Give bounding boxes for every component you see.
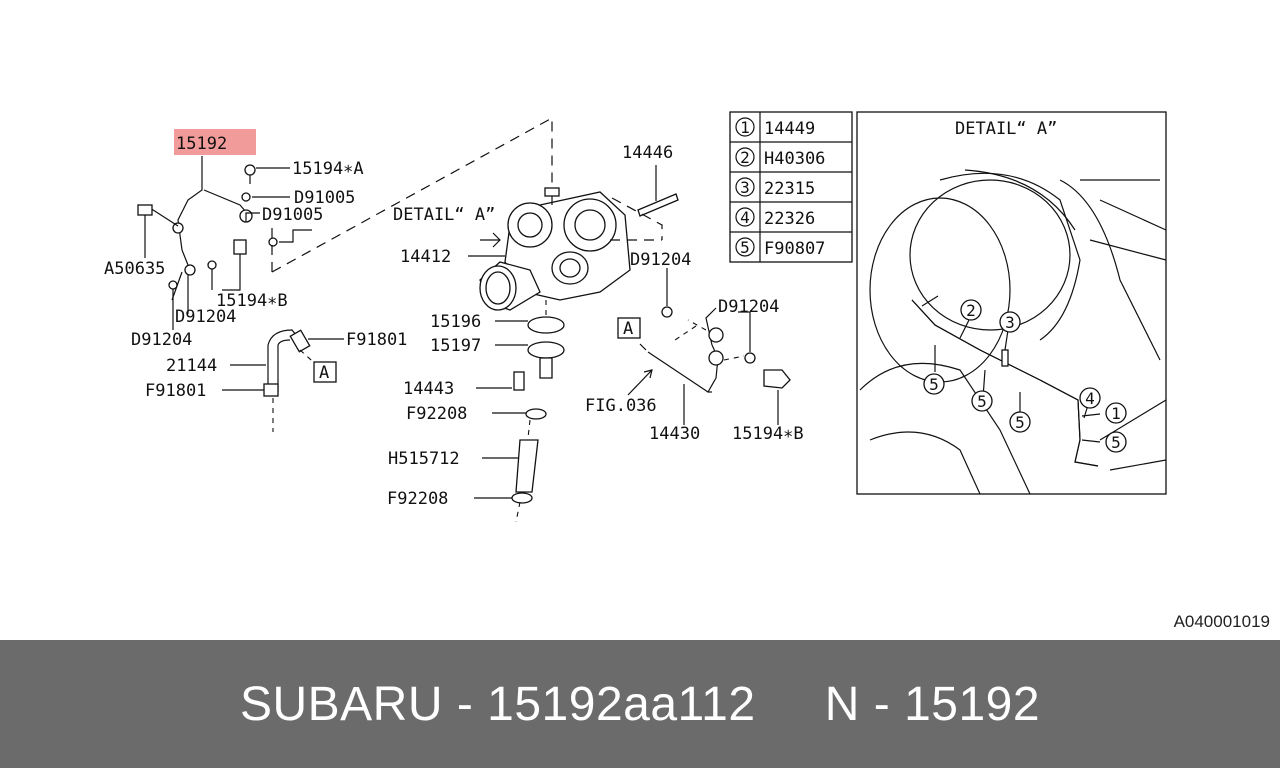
turbocharger-14412: [479, 187, 631, 311]
label-f91801-bottom: F91801: [145, 381, 206, 401]
label-f92208-2: F92208: [387, 489, 448, 509]
legend-part-4: 22326: [764, 209, 815, 229]
label-15197: 15197: [430, 336, 481, 356]
label-d91005-2: D91005: [262, 205, 323, 225]
detail-callout-5d: 5: [1111, 433, 1121, 452]
label-14412: 14412: [400, 247, 451, 267]
label-14446: 14446: [622, 143, 673, 163]
label-14430: 14430: [649, 424, 700, 444]
footer-n-prefix: N: [824, 677, 860, 731]
label-15194a: 15194∗A: [292, 159, 364, 179]
parts-diagram: 15192 15194∗A D91005 D91005 A50635 15194…: [104, 111, 1167, 523]
legend-num-1: 1: [740, 118, 750, 137]
label-h515712: H515712: [388, 449, 460, 469]
label-d91204-c: D91204: [630, 250, 691, 270]
legend-num-3: 3: [740, 178, 750, 197]
label-fig036: FIG.036: [585, 396, 657, 416]
label-14443: 14443: [403, 379, 454, 399]
return-pipe-14430: [639, 306, 791, 393]
footer-bar: SUBARU - 15192aa112 N - 15192: [0, 640, 1280, 768]
label-f91801-top: F91801: [346, 330, 407, 350]
detail-callout-1: 1: [1111, 404, 1121, 423]
footer-part-number: 15192aa112: [487, 677, 756, 731]
stud-14446: [637, 165, 679, 217]
legend-num-2: 2: [740, 148, 750, 167]
label-d91005-1: D91005: [294, 188, 355, 208]
label-21144: 21144: [166, 356, 217, 376]
legend-num-4: 4: [740, 208, 750, 227]
highlight-box: [174, 129, 256, 155]
detail-callout-5b: 5: [977, 392, 987, 411]
footer-n-value: 15192: [904, 677, 1041, 731]
footer-gap: [756, 677, 825, 732]
label-a50635: A50635: [104, 259, 165, 279]
label-d91204-a: D91204: [175, 307, 236, 327]
ref-box-a-right: [617, 317, 641, 339]
drain-assembly: [511, 300, 565, 523]
ref-box-a-right-text: A: [623, 319, 633, 339]
footer-separator-1: -: [443, 677, 488, 731]
label-d91204-d: D91204: [718, 297, 779, 317]
diagram-canvas: 15192 15194∗A D91005 D91005 A50635 15194…: [104, 111, 1167, 523]
detail-title: DETAIL“ A”: [955, 119, 1057, 139]
detail-callout-5c: 5: [1015, 413, 1025, 432]
ref-box-a-left-text: A: [319, 363, 329, 383]
detail-a-panel: [856, 111, 1167, 495]
legend-part-3: 22315: [764, 179, 815, 199]
detail-callout-3: 3: [1005, 313, 1015, 332]
detail-callout-2: 2: [966, 301, 976, 320]
label-15192: 15192: [176, 134, 227, 154]
legend-part-2: H40306: [764, 149, 825, 169]
label-15196: 15196: [430, 312, 481, 332]
label-15194b-right: 15194∗B: [732, 424, 804, 444]
footer-brand: SUBARU: [239, 677, 443, 731]
legend-num-5: 5: [740, 238, 750, 257]
legend-table: [729, 111, 853, 263]
label-detail-a-main: DETAIL“ A”: [393, 205, 495, 225]
label-f92208-1: F92208: [406, 404, 467, 424]
hose-21144: [263, 329, 321, 432]
ref-box-a-left: [313, 361, 337, 383]
legend-part-1: 14449: [764, 119, 815, 139]
label-15194b-left: 15194∗B: [216, 291, 288, 311]
legend-part-5: F90807: [764, 239, 825, 259]
detail-callout-5a: 5: [929, 375, 939, 394]
detail-callout-4: 4: [1085, 389, 1095, 408]
label-d91204-b: D91204: [131, 330, 192, 350]
footer-separator-2: -: [859, 677, 905, 731]
diagram-reference-code: A040001019: [1173, 612, 1270, 631]
